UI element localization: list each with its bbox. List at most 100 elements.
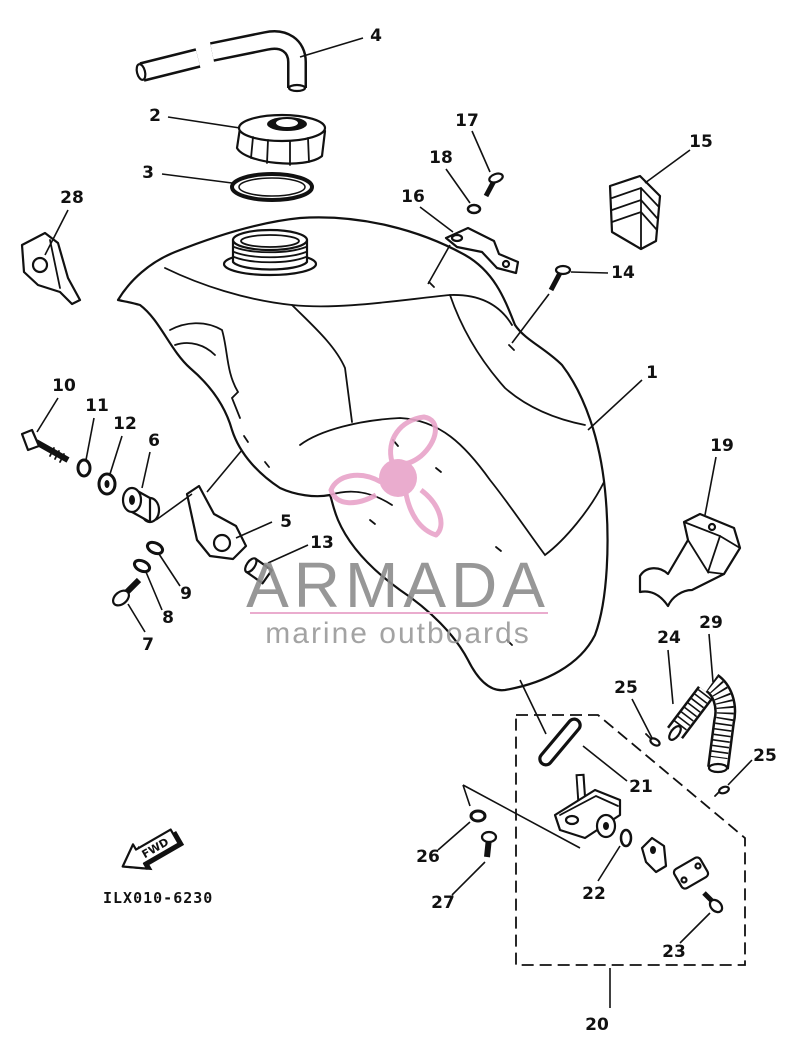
- leader-line-5: [235, 521, 273, 539]
- leader-line-2: [167, 116, 241, 129]
- plate-hole: [694, 862, 702, 870]
- washer-part-11: [76, 458, 92, 478]
- bracket-hole: [501, 259, 511, 269]
- fwd-arrow-body: [121, 828, 180, 870]
- assembly-line: [155, 493, 193, 521]
- bracket-hole: [212, 533, 232, 553]
- o-ring: [619, 828, 633, 848]
- callout-11: 11: [85, 396, 109, 416]
- callout-14: 14: [611, 263, 635, 283]
- washer-part-26: [469, 809, 487, 823]
- callout-15: 15: [689, 132, 713, 152]
- callout-22: 22: [582, 884, 606, 904]
- assembly-line: [206, 449, 243, 493]
- tank-mark: [508, 344, 515, 351]
- callout-1: 1: [646, 363, 658, 383]
- tank-mark: [435, 467, 442, 473]
- leader-line-18: [445, 168, 471, 204]
- tank-mark: [264, 461, 270, 468]
- washer-part-8: [132, 558, 152, 574]
- seat-bracket-hole: [707, 522, 717, 532]
- cap-center: [276, 119, 298, 127]
- cap-rib: [307, 137, 310, 163]
- cock-body: [553, 788, 622, 840]
- callout-2: 2: [149, 106, 161, 126]
- gasket-outer: [230, 172, 314, 202]
- leader-line-6: [141, 451, 151, 489]
- washer-ring: [466, 203, 482, 215]
- plate-body: [672, 856, 710, 890]
- screw-shank: [548, 271, 563, 292]
- bracket-hole: [450, 233, 464, 243]
- plate-hole: [680, 876, 688, 884]
- callout-5: 5: [280, 512, 292, 532]
- clip-tab: [645, 733, 651, 739]
- hose-end: [668, 725, 682, 741]
- leader-line-22: [597, 845, 621, 882]
- tank-mark: [495, 546, 502, 552]
- watermark-tagline: marine outboards: [265, 617, 530, 650]
- tank-mark: [369, 519, 376, 525]
- callout-12: 12: [113, 414, 137, 434]
- leader-line-7: [127, 603, 146, 633]
- cap-rib: [250, 136, 254, 159]
- tank-lower-edge: [329, 490, 393, 506]
- bracket-outline: [444, 226, 520, 275]
- hose-end: [707, 762, 729, 774]
- leader-line-21: [582, 745, 628, 782]
- callout-28: 28: [60, 188, 84, 208]
- callout-16: 16: [401, 187, 425, 207]
- cock-mount-hole: [564, 814, 580, 826]
- assembly-line: [427, 244, 451, 285]
- clip-part-25-upper: [645, 733, 661, 747]
- leader-line-27: [451, 861, 486, 896]
- leader-line-10: [36, 397, 59, 433]
- cap-gasket-part: [230, 172, 314, 202]
- washer-ring: [132, 558, 152, 574]
- callout-13: 13: [310, 533, 334, 553]
- washer-ring: [145, 540, 165, 556]
- tank-mark: [506, 639, 513, 646]
- leader-line-9: [158, 553, 181, 587]
- screw-head: [554, 264, 572, 276]
- watermark-logo: ARMADA marine outboards: [246, 414, 548, 650]
- propeller-blade: [328, 472, 383, 506]
- screw-shank: [702, 891, 714, 903]
- bracket-plate-part: [20, 231, 82, 306]
- seat-bracket-outline: [638, 512, 742, 608]
- leader-line-12: [109, 435, 123, 475]
- filler-neck-thread: [233, 256, 307, 264]
- bolt-head: [20, 428, 41, 452]
- hose-short-end: [135, 63, 147, 81]
- callout-17: 17: [455, 111, 479, 131]
- gasket-loop: [538, 717, 582, 767]
- tank-top-ridge: [164, 267, 513, 326]
- assembly-line: [519, 679, 547, 735]
- plate-hole: [31, 256, 49, 274]
- cock-barrel-hole: [603, 822, 609, 830]
- washer-ring: [76, 458, 92, 478]
- clip-part-25-right: [714, 785, 730, 797]
- propeller-hub: [379, 459, 417, 497]
- tank-front-crease: [291, 304, 353, 423]
- lever-hole: [650, 846, 656, 854]
- callout-19: 19: [710, 436, 734, 456]
- tank-side-panel-edge: [299, 417, 605, 557]
- fuel-cock-part: [553, 773, 622, 840]
- callout-27: 27: [431, 893, 455, 913]
- bracket-part-16: [444, 226, 520, 275]
- callout-24: 24: [657, 628, 681, 648]
- callout-10: 10: [52, 376, 76, 396]
- leader-line-11: [85, 417, 95, 461]
- hose-ribs: [674, 687, 712, 731]
- bolt-part-10: [20, 428, 70, 463]
- leader-line-3: [161, 173, 233, 184]
- bolt-thread: [49, 447, 65, 463]
- bolt-part-7: [112, 577, 142, 607]
- callout-7: 7: [142, 635, 154, 655]
- hose-short-fill: [140, 50, 200, 80]
- washer-part-9: [145, 540, 165, 556]
- bolt-head: [480, 830, 498, 844]
- tank-mark: [243, 435, 249, 443]
- leader-line-29: [708, 633, 714, 683]
